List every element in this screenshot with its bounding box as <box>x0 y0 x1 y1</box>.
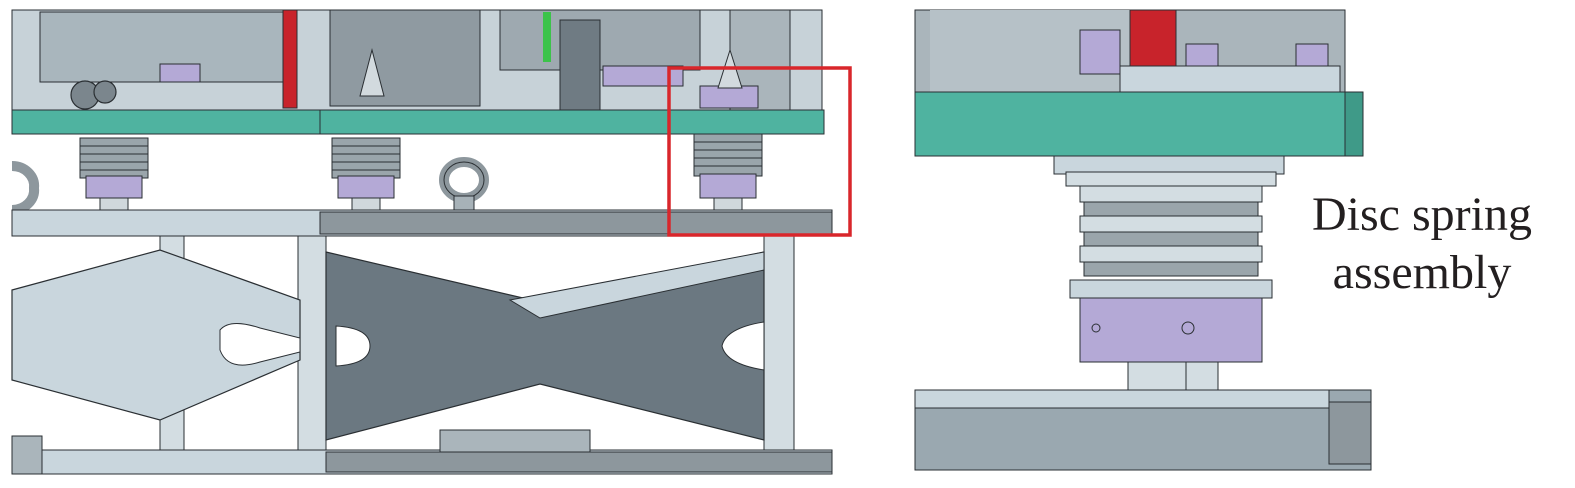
top-collar <box>159 63 201 83</box>
detail-red-rail <box>1129 9 1177 71</box>
lifting-eye-bolt-icon <box>439 157 489 211</box>
collar-screw-hole <box>1091 323 1101 333</box>
frame-cutout <box>219 323 301 366</box>
scissor-arm <box>11 249 301 421</box>
green-platform <box>11 109 825 135</box>
collar-screw-hole <box>1181 321 1195 335</box>
callout-line-2: assembly <box>1332 246 1512 299</box>
highlight-box <box>667 66 852 237</box>
upper-housing-mid <box>329 9 481 107</box>
frame-cutout <box>721 321 765 371</box>
disc-spring-stack <box>79 137 149 211</box>
bottom-bracket <box>439 429 591 453</box>
detail-top-collar <box>1185 43 1219 67</box>
detail-green-platform <box>914 91 1364 157</box>
detail-flange <box>1053 155 1285 175</box>
caster-wheel <box>93 80 117 104</box>
lifting-eye-bolt-icon <box>11 160 40 216</box>
disc-spring-callout: Disc spring assembly <box>1272 186 1572 302</box>
frame-cutout <box>335 325 371 367</box>
disc-spring-stack <box>331 137 401 211</box>
scissor-arm-highlight <box>508 251 765 319</box>
callout-line-1: Disc spring <box>1312 188 1532 241</box>
column <box>763 235 795 451</box>
detail-top-collar <box>1079 29 1121 75</box>
top-collar <box>699 85 759 109</box>
detail-collar <box>1079 297 1263 363</box>
column <box>297 235 327 451</box>
detail-lower-flange <box>1069 279 1273 299</box>
overview-panel <box>11 9 852 475</box>
detail-disc-springs <box>1079 185 1263 277</box>
top-collar <box>602 65 684 87</box>
detail-panel <box>914 9 1372 471</box>
red-rail <box>282 9 298 109</box>
green-accent <box>543 12 551 62</box>
disc-spring-stack <box>693 133 763 211</box>
upper-post <box>559 19 601 113</box>
cone-pin <box>359 48 385 97</box>
detail-top-collar <box>1295 43 1329 67</box>
